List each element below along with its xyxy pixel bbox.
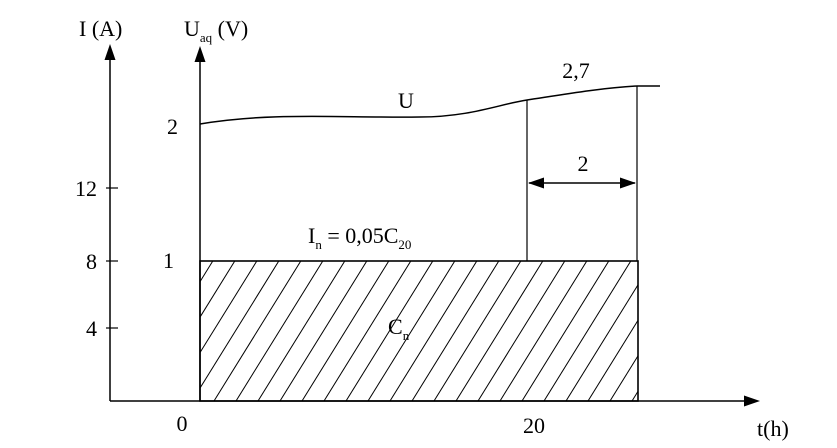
voltage-tick-label-1: 1 (163, 248, 174, 273)
hatch-line (279, 261, 368, 401)
hatch-line (543, 261, 632, 401)
current-tick-label-4: 4 (86, 316, 97, 341)
current-axis-arrowhead (104, 44, 116, 60)
end-voltage-label: 2,7 (562, 58, 590, 83)
hatch-line (104, 261, 191, 401)
hatch-line (499, 261, 588, 401)
time-tick-label-20: 20 (523, 413, 545, 438)
voltage-curve (199, 85, 660, 125)
hatch-line (323, 261, 412, 401)
hatch-line (200, 261, 236, 319)
hatch-line (200, 261, 258, 354)
hatch-line (235, 261, 324, 401)
hatch-line (565, 283, 638, 401)
interval-label: 2 (578, 151, 589, 176)
hatch-line (477, 261, 566, 401)
time-axis-label: t(h) (757, 416, 789, 441)
hatch-line (411, 261, 500, 401)
interval-arrow-right (620, 177, 636, 189)
voltage-curve-label: U (398, 88, 414, 113)
hatch-line (301, 261, 390, 401)
current-tick-label-12: 12 (75, 176, 97, 201)
current-axis-label: I (A) (79, 16, 122, 41)
time-tick-label-0: 0 (177, 411, 188, 436)
hatch-line (609, 354, 638, 401)
hatch-line (367, 261, 456, 401)
hatch-line (345, 261, 434, 401)
hatch-line (521, 261, 610, 401)
hatch-line (631, 390, 638, 401)
capacity-label: Cn (388, 314, 410, 343)
voltage-axis-label: Uaq (V) (184, 16, 248, 45)
hatch-line (213, 261, 302, 401)
current-formula-label: In = 0,05C20 (308, 223, 411, 252)
current-tick-label-8: 8 (86, 249, 97, 274)
voltage-axis-arrowhead (194, 46, 206, 62)
hatch-line (60, 261, 147, 401)
hatch-line (257, 261, 346, 401)
hatch-line (200, 261, 280, 390)
hatch-line (455, 261, 544, 401)
hatch-line (587, 319, 638, 401)
voltage-tick-label-2: 2 (167, 114, 178, 139)
hatch-line (433, 261, 522, 401)
hatch-line (389, 261, 478, 401)
capacity-hatch-area (60, 260, 639, 402)
interval-arrow-left (528, 177, 544, 189)
time-axis-arrowhead (744, 395, 760, 407)
